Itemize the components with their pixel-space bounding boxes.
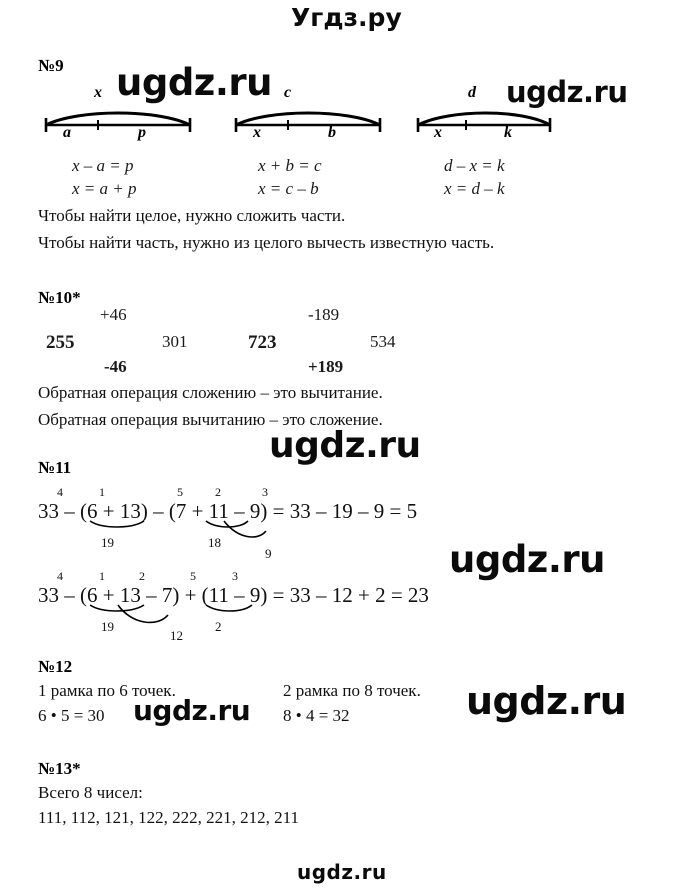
diagram-1-left-part-label: a: [63, 124, 71, 141]
pair-2-left-number: 723: [248, 332, 277, 353]
expression-2-order-mark-2: 1: [99, 569, 105, 583]
task12-left-column: 1 рамка по 6 точек. 6 • 5 = 30: [38, 681, 176, 725]
task9-rule-2: Чтобы найти часть, нужно из целого вычес…: [38, 233, 495, 252]
equation-block-1: x – a = p x = a + p: [72, 156, 137, 202]
pair-1-left-number: 255: [46, 332, 75, 353]
expression-1-brace-graphics: [89, 520, 267, 538]
expression-2-result-2: 12: [170, 628, 183, 643]
pair-1-forward-op: +46: [100, 305, 127, 324]
pair-2-reverse-op: +189: [308, 357, 344, 376]
pair-1-reverse-op: -46: [104, 357, 127, 376]
equation-1-line-1: x – a = p: [72, 156, 134, 175]
pair-2-forward-op: -189: [308, 305, 340, 324]
expression-1-result-2: 18: [208, 535, 221, 550]
expression-1-result-3: 9: [265, 546, 272, 561]
task12-left-statement: 1 рамка по 6 точек.: [38, 681, 176, 700]
equation-3-line-1: d – x = k: [444, 156, 505, 175]
task-number-13: №13*: [38, 759, 81, 778]
task12-left-equation: 6 • 5 = 30: [38, 706, 105, 725]
equation-block-3: d – x = k x = d – k: [444, 156, 505, 202]
expression-2-result-3: 2: [215, 619, 222, 634]
task-number-10: №10*: [38, 288, 81, 307]
task12-right-equation: 8 • 4 = 32: [283, 706, 350, 725]
expression-1-order-mark-3: 5: [177, 485, 183, 499]
pair-2-right-number: 534: [370, 332, 396, 351]
task13-numbers-line: 111, 112, 121, 122, 222, 221, 212, 211: [38, 808, 299, 827]
diagram-3-left-part-label: x: [434, 124, 442, 141]
expression-1-order-mark-5: 3: [262, 485, 268, 499]
equation-3-line-2: x = d – k: [444, 179, 505, 198]
expression-1-text: 33 – (6 + 13) – (7 + 11 – 9) = 33 – 19 –…: [38, 499, 418, 523]
equation-block-2: x + b = c x = c – b: [258, 156, 322, 202]
equation-2-line-1: x + b = c: [258, 156, 322, 175]
part-whole-diagram-1: x a p: [38, 84, 208, 150]
expression-2-order-mark-5: 3: [232, 569, 238, 583]
equation-2-line-2: x = c – b: [258, 179, 319, 198]
diagram-3-right-part-label: k: [504, 124, 512, 141]
diagram-2-graphic: [234, 111, 382, 132]
diagram-1-right-part-label: p: [138, 124, 146, 141]
diagram-1-whole-label: x: [94, 84, 102, 101]
expression-2-order-mark-3: 2: [139, 569, 145, 583]
equation-1-line-2: x = a + p: [72, 179, 137, 198]
task12-right-column: 2 рамка по 8 точек. 8 • 4 = 32: [283, 681, 421, 725]
task12-right-statement: 2 рамка по 8 точек.: [283, 681, 421, 700]
task-number-9: №9: [38, 56, 64, 75]
task9-rule-1: Чтобы найти целое, нужно сложить части.: [38, 206, 346, 225]
expression-2-text: 33 – (6 + 13 – 7) + (11 – 9) = 33 – 12 +…: [38, 583, 429, 607]
expression-2-result-1: 19: [101, 619, 114, 634]
task-number-11: №11: [38, 458, 72, 477]
expression-1-order-mark-1: 4: [57, 485, 63, 499]
diagram-3-whole-label: d: [468, 84, 476, 101]
expression-1-order-mark-2: 1: [99, 485, 105, 499]
task13-total-line: Всего 8 чисел:: [38, 783, 143, 802]
expression-2-brace-graphics: [89, 604, 253, 624]
task-number-12: №12: [38, 657, 73, 676]
diagram-3-graphic: [416, 111, 552, 132]
expression-2-order-mark-1: 4: [57, 569, 63, 583]
part-whole-diagram-2: c x b: [228, 84, 398, 150]
task10-operations-grid: +46 255 301 -46 -189 723 534 +189: [40, 305, 460, 377]
task10-conclusion-1: Обратная операция сложению – это вычитан…: [38, 383, 383, 402]
task10-conclusion-2: Обратная операция вычитанию – это сложен…: [38, 410, 383, 429]
diagram-2-whole-label: c: [284, 84, 292, 101]
diagram-2-left-part-label: x: [253, 124, 261, 141]
diagram-1-graphic: [44, 111, 192, 132]
expression-2-order-mark-4: 5: [190, 569, 196, 583]
pair-1-right-number: 301: [162, 332, 188, 351]
expression-1-result-1: 19: [101, 535, 114, 550]
part-whole-diagram-3: d x k: [410, 84, 580, 150]
diagram-2-right-part-label: b: [328, 124, 336, 141]
expression-1-order-mark-4: 2: [215, 485, 221, 499]
